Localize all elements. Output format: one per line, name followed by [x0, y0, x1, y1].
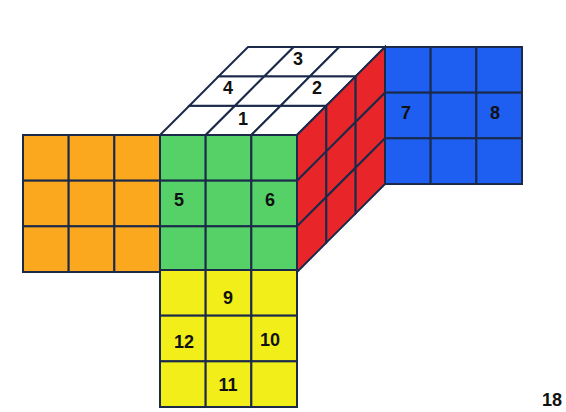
callout-number: 6: [265, 191, 275, 209]
callout-number: 12: [174, 333, 194, 351]
green-face-sticker: [251, 181, 297, 227]
callout-number: 2: [312, 79, 322, 97]
callout-number: 11: [218, 376, 237, 394]
yellow-face-sticker: [206, 316, 252, 362]
orange-face-sticker: [23, 135, 69, 181]
red-sticker: [356, 138, 385, 213]
yellow-face-sticker: [206, 361, 252, 407]
yellow-face: [160, 270, 297, 407]
callout-number: 10: [260, 331, 280, 349]
orange-face-sticker: [114, 181, 160, 227]
orange-face-sticker: [69, 181, 115, 227]
red-sticker: [326, 168, 355, 243]
green-face-sticker: [206, 181, 252, 227]
callout-number: 7: [401, 104, 411, 122]
orange-face-sticker: [114, 135, 160, 181]
red-face: [297, 47, 385, 272]
green-face-sticker: [251, 135, 297, 181]
blue-face-sticker: [476, 138, 522, 184]
red-sticker: [297, 197, 326, 272]
yellow-face-sticker: [251, 316, 297, 362]
callout-number: 8: [490, 104, 500, 122]
yellow-face-sticker: [160, 316, 206, 362]
yellow-face-sticker: [160, 361, 206, 407]
blue-face-sticker: [385, 93, 431, 139]
orange-face: [23, 135, 160, 272]
orange-face-sticker: [23, 181, 69, 227]
blue-face-sticker: [431, 93, 477, 139]
blue-face-sticker: [385, 47, 431, 93]
callout-number: 9: [223, 289, 233, 307]
green-face: [160, 135, 297, 272]
callout-number: 5: [174, 191, 184, 209]
green-face-sticker: [206, 226, 252, 272]
blue-face-sticker: [476, 93, 522, 139]
blue-face: [385, 47, 522, 184]
orange-face-sticker: [23, 226, 69, 272]
blue-face-sticker: [431, 138, 477, 184]
green-face-sticker: [206, 135, 252, 181]
green-face-sticker: [251, 226, 297, 272]
green-face-sticker: [160, 226, 206, 272]
yellow-face-sticker: [251, 361, 297, 407]
callout-number: 3: [293, 50, 303, 68]
green-face-sticker: [160, 181, 206, 227]
orange-face-sticker: [69, 226, 115, 272]
blue-face-sticker: [431, 47, 477, 93]
blue-face-sticker: [385, 138, 431, 184]
orange-face-sticker: [69, 135, 115, 181]
callout-number: 4: [223, 79, 233, 97]
yellow-face-sticker: [251, 270, 297, 316]
orange-face-sticker: [114, 226, 160, 272]
callout-number: 1: [238, 110, 248, 128]
page-number: 18: [542, 391, 562, 409]
blue-face-sticker: [476, 47, 522, 93]
yellow-face-sticker: [160, 270, 206, 316]
green-face-sticker: [160, 135, 206, 181]
yellow-face-sticker: [206, 270, 252, 316]
